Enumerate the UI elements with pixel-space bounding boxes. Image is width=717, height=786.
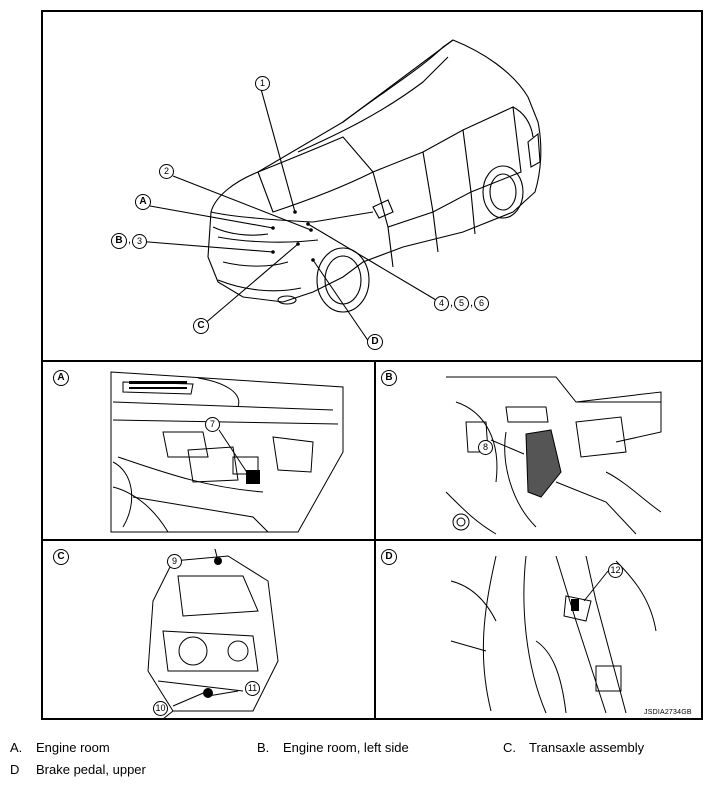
- callout-7: 7: [205, 417, 220, 432]
- callout-A: A: [135, 194, 151, 210]
- diagram-frame: 1 2 A B , 3 4 , 5 , 6 C D: [41, 10, 703, 720]
- legend-key: A.: [10, 740, 23, 755]
- vehicle-illustration: [135, 39, 542, 343]
- panel-c-label: C: [53, 549, 69, 565]
- callout-C: C: [193, 318, 209, 334]
- callout-5: 5: [454, 296, 469, 311]
- callout-1: 1: [255, 76, 270, 91]
- callout-separator: ,: [470, 297, 474, 309]
- panel-b-label: B: [381, 370, 397, 386]
- panel-d-label: D: [381, 549, 397, 565]
- callout-B: B: [111, 233, 127, 249]
- callout-2: 2: [159, 164, 174, 179]
- callout-separator: ,: [128, 234, 132, 246]
- engine-room-illustration: [110, 371, 344, 533]
- legend-text: Engine room: [36, 740, 110, 755]
- callout-9: 9: [167, 554, 182, 569]
- divider-top: [43, 360, 701, 362]
- legend-text: Brake pedal, upper: [36, 762, 146, 777]
- brake-pedal-illustration: [450, 555, 657, 714]
- divider-middle: [43, 539, 701, 541]
- callout-D: D: [367, 334, 383, 350]
- legend-text: Engine room, left side: [283, 740, 409, 755]
- detail-panel-a: A 7: [43, 362, 373, 538]
- overview-panel: 1 2 A B , 3 4 , 5 , 6 C D: [43, 12, 701, 360]
- transaxle-illustration: [147, 548, 279, 719]
- callout-10: 10: [153, 701, 168, 716]
- legend-item-c: C. Transaxle assembly: [503, 740, 644, 755]
- engine-room-left-illustration: [445, 376, 662, 535]
- callout-separator: ,: [450, 297, 454, 309]
- callout-6: 6: [474, 296, 489, 311]
- detail-panel-b: B 8: [376, 362, 701, 538]
- divider-vertical: [374, 360, 376, 718]
- detail-panel-c: C 9 10 11: [43, 541, 373, 719]
- callout-4: 4: [434, 296, 449, 311]
- callout-11: 11: [245, 681, 260, 696]
- callout-8: 8: [478, 440, 493, 455]
- legend-item-a: A. Engine room: [10, 740, 110, 755]
- diagram-code: JSDIA2734GB: [644, 709, 692, 716]
- panel-a-label: A: [53, 370, 69, 386]
- legend-key: B.: [257, 740, 270, 755]
- legend-key: C.: [503, 740, 516, 755]
- legend-text: Transaxle assembly: [529, 740, 645, 755]
- legend-key: D: [10, 762, 20, 777]
- legend-item-d: D Brake pedal, upper: [10, 762, 146, 777]
- callout-3: 3: [132, 234, 147, 249]
- legend-item-b: B. Engine room, left side: [257, 740, 409, 755]
- detail-panel-d: D 12 JSDIA2734GB: [376, 541, 701, 719]
- callout-12: 12: [608, 563, 623, 578]
